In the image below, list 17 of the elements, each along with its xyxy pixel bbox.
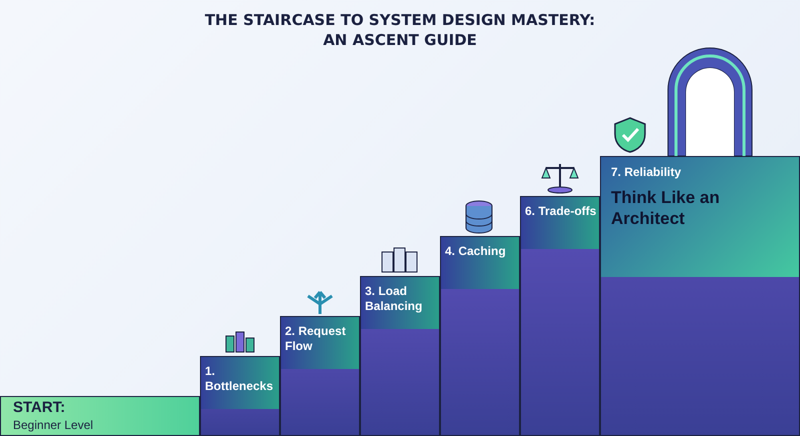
top-platform xyxy=(600,156,800,436)
start-platform xyxy=(0,396,200,436)
step-label: 6. Trade-offs xyxy=(525,204,597,219)
start-heading: START: xyxy=(13,400,66,415)
step-label: 2. Request Flow xyxy=(285,324,347,354)
goal-heading: Think Like an Architect xyxy=(611,187,721,229)
step-label: 4. Caching xyxy=(445,244,507,259)
step-block xyxy=(280,316,360,436)
step-label: 1. Bottlenecks xyxy=(205,364,274,394)
step-block xyxy=(200,356,280,436)
start-subtitle: Beginner Level xyxy=(13,418,94,433)
step-block xyxy=(520,196,600,436)
step-label: 7. Reliability xyxy=(611,165,682,180)
step-label: 3. Load Balancing xyxy=(365,284,424,314)
step-block xyxy=(360,276,440,436)
title: THE STAIRCASE TO SYSTEM DESIGN MASTERY: AN ASCENT GUIDE xyxy=(204,10,596,50)
step-block xyxy=(440,236,520,436)
